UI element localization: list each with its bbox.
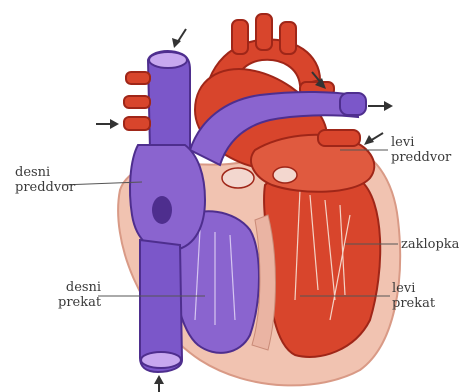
left-side-vessels <box>124 72 150 130</box>
label-desni-preddvor: desni preddvor <box>15 165 75 195</box>
inferior-vena-cava-opening <box>141 352 181 368</box>
aortic-branches <box>232 14 296 54</box>
aortic-valve <box>222 168 254 188</box>
left-ventricle-chamber <box>264 167 380 357</box>
label-levi-preddvor: levi preddvor <box>391 135 451 165</box>
arrow-icon <box>172 29 186 48</box>
superior-vena-cava-opening <box>149 52 187 68</box>
arrow-icon <box>96 119 119 129</box>
pulmonary-artery-branch <box>340 93 366 115</box>
right-atrium <box>130 145 205 251</box>
arrow-icon <box>364 133 383 145</box>
mitral-valve <box>273 167 297 183</box>
arrow-icon <box>368 101 393 111</box>
right-atrium-opening <box>152 196 172 224</box>
label-levi-prekat: levi prekat <box>392 281 435 311</box>
label-zaklopka: zaklopka <box>401 237 459 252</box>
label-desni-prekat: desni prekat <box>58 280 101 310</box>
arrow-icon <box>154 375 164 392</box>
